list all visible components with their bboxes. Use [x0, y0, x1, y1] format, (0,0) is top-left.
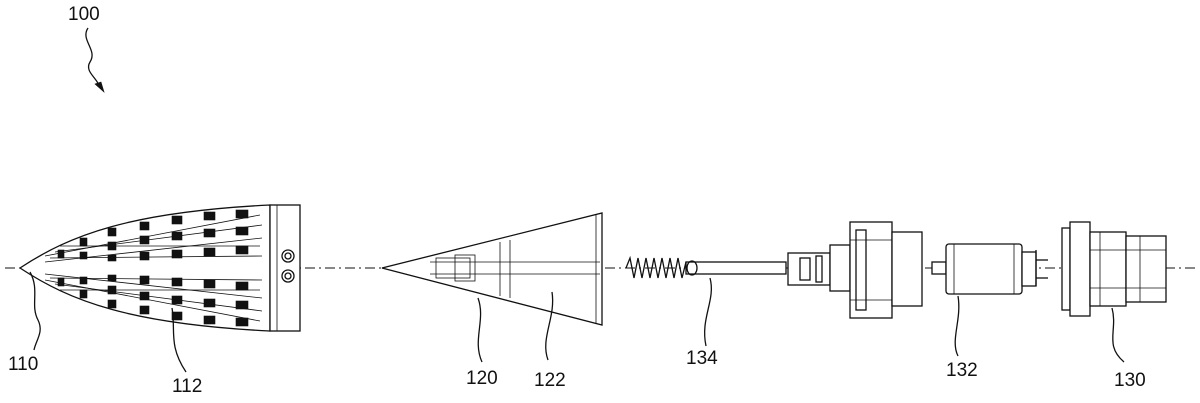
- leader-122: [545, 291, 554, 361]
- label-112: 112: [172, 376, 202, 397]
- slot-grid: [57, 209, 249, 327]
- leader-110: [29, 271, 41, 351]
- spring-rod-part: [625, 255, 787, 279]
- base-part: [1061, 221, 1167, 317]
- leader-112: [171, 307, 187, 373]
- screw-icon-lower: [281, 269, 295, 283]
- spring-icon: [625, 255, 687, 279]
- cone-part: [381, 212, 603, 326]
- label-100: 100: [68, 4, 100, 25]
- label-110: 110: [8, 354, 38, 375]
- assembly-leader: [85, 27, 101, 89]
- nose-shell-part: [18, 204, 301, 332]
- connector-part: [787, 221, 923, 319]
- assembly-arrowhead: [94, 81, 105, 93]
- label-132: 132: [946, 360, 978, 381]
- screw-icon-upper: [281, 249, 295, 263]
- cartridge-part: [931, 243, 1048, 295]
- leader-120: [477, 297, 483, 363]
- leader-130: [1111, 307, 1125, 363]
- label-130: 130: [1114, 370, 1146, 391]
- leader-134: [704, 277, 712, 347]
- label-134: 134: [686, 348, 718, 369]
- label-120: 120: [466, 368, 498, 389]
- leader-132: [954, 295, 960, 357]
- label-122: 122: [534, 370, 566, 391]
